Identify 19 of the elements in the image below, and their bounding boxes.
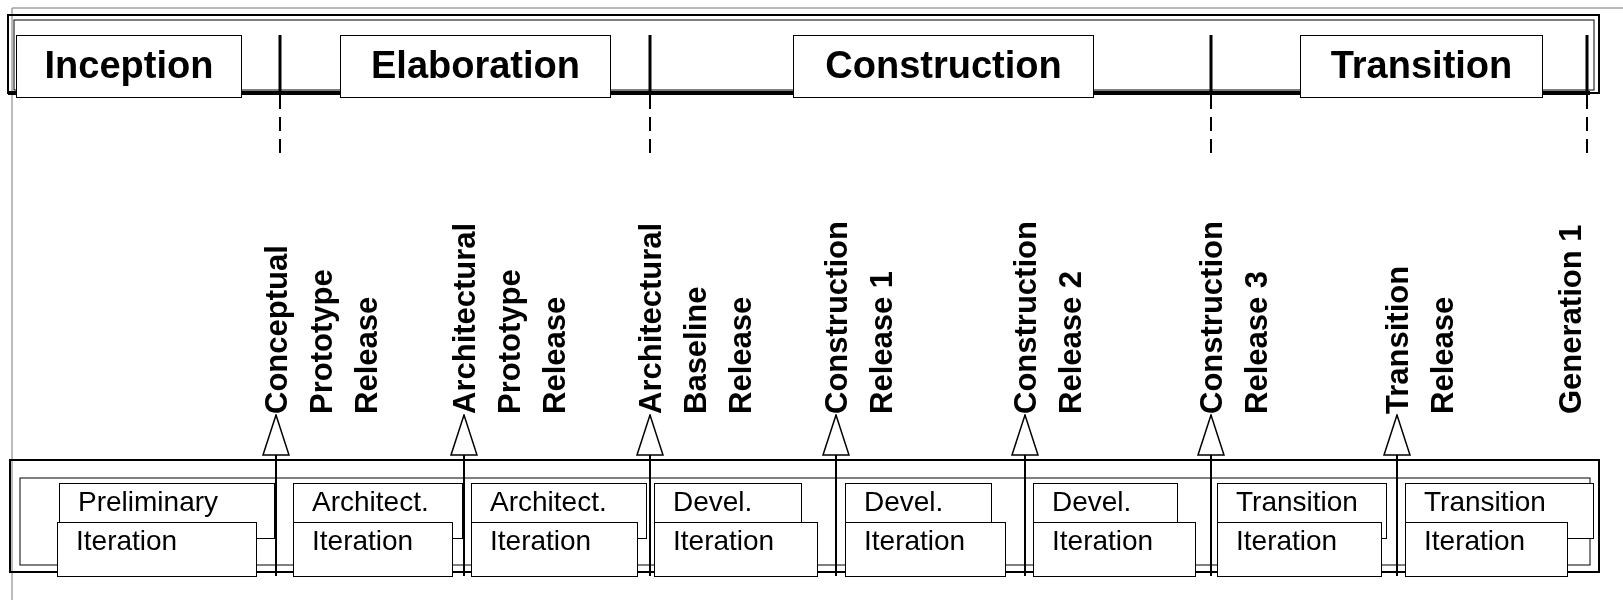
milestone-label: Conceptual Prototype Release bbox=[254, 164, 389, 414]
arrow bbox=[1383, 414, 1411, 577]
arrow bbox=[262, 414, 290, 577]
phase-label: Elaboration bbox=[340, 35, 611, 98]
phase-label: Inception bbox=[16, 35, 242, 98]
phase-label: Transition bbox=[1300, 35, 1543, 98]
arrow bbox=[822, 414, 850, 577]
milestone-label: Architectural Baseline Release bbox=[628, 164, 763, 414]
milestone-label: Generation 1 bbox=[1548, 164, 1593, 414]
arrow bbox=[450, 414, 478, 577]
milestone-label: Architectural Prototype Release bbox=[442, 164, 577, 414]
arrow bbox=[1011, 414, 1039, 577]
milestone-label: Construction Release 3 bbox=[1189, 164, 1279, 414]
arrow bbox=[1197, 414, 1225, 577]
arrow bbox=[636, 414, 664, 577]
milestone-label: Construction Release 1 bbox=[814, 164, 904, 414]
milestone-label: Construction Release 2 bbox=[1003, 164, 1093, 414]
milestone-label: Transition Release bbox=[1375, 164, 1465, 414]
phase-label: Construction bbox=[793, 35, 1094, 98]
